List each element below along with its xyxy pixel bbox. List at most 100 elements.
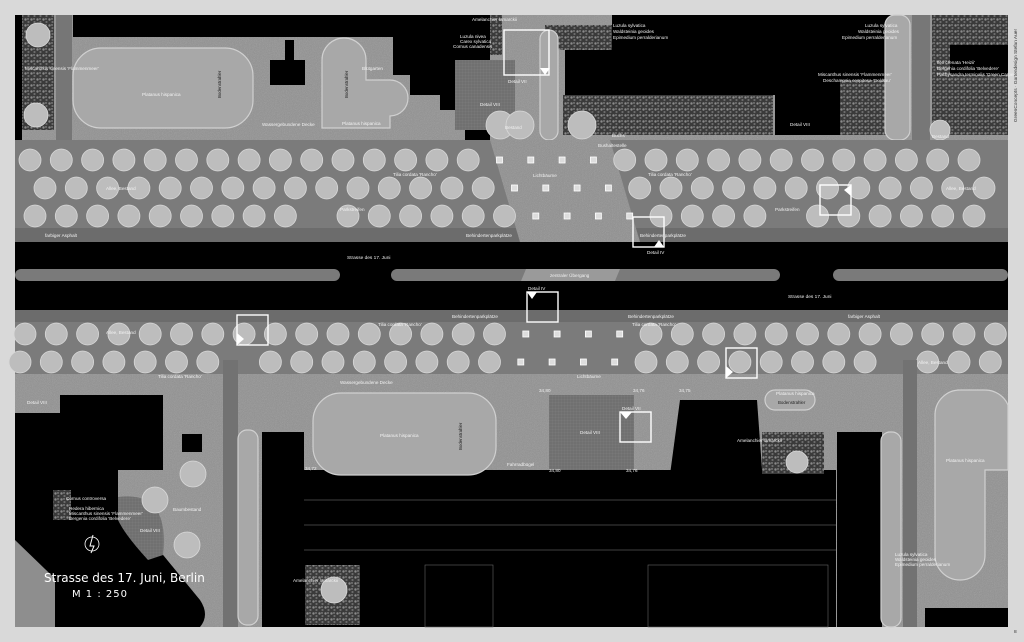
label: Allee, Bestand <box>918 360 948 365</box>
label: Miscanthus sinensis 'Flammenmeer' <box>818 72 892 77</box>
tree <box>962 204 986 228</box>
tree <box>25 22 51 48</box>
parking-strip <box>15 310 1008 322</box>
tree <box>690 176 714 200</box>
tree <box>743 204 767 228</box>
planting-bed <box>53 490 71 520</box>
platanus-bed <box>312 392 497 476</box>
tree <box>326 322 350 346</box>
tree <box>440 176 464 200</box>
tree <box>796 322 819 346</box>
tree <box>13 322 37 346</box>
inner-court <box>647 564 829 628</box>
light-post-icon <box>527 156 535 164</box>
planting-bed <box>490 15 502 55</box>
tree <box>697 350 720 374</box>
label: Amelanchier lamarckii <box>472 17 517 22</box>
tree <box>639 322 663 346</box>
detail-label: Detail VIII <box>790 122 810 127</box>
tree <box>81 148 104 172</box>
detail-label: Detail VIII <box>140 528 160 533</box>
height-mark: 34,75 <box>679 388 691 393</box>
label: farbiger Asphalt <box>45 233 78 238</box>
tree <box>816 176 839 200</box>
detail-label: Detail VIII <box>27 400 47 405</box>
detail-box-iv[interactable] <box>632 216 665 248</box>
detail-box-iv[interactable] <box>526 291 559 323</box>
tree <box>409 176 433 200</box>
detail-marker-icon <box>726 366 733 378</box>
plan-scale: M 1 : 250 <box>72 589 128 600</box>
platanus-bed <box>934 389 1009 581</box>
tree <box>868 204 892 228</box>
label: Fahrradbügel <box>507 462 534 467</box>
tree <box>895 148 918 172</box>
detail-box-vii[interactable] <box>503 29 550 76</box>
label: Parkstreifen <box>340 207 365 212</box>
detail-box-vi[interactable] <box>236 314 269 346</box>
tree <box>148 204 172 228</box>
tree <box>138 322 162 346</box>
detail-marker-icon <box>620 412 632 419</box>
label: Allee, Bestand <box>106 330 136 335</box>
label: Cornus canadensis <box>453 44 493 49</box>
tree <box>263 322 287 346</box>
tree <box>425 148 449 172</box>
platanus-bed <box>72 47 254 129</box>
tree <box>628 176 652 200</box>
detail-label: Detail VIII <box>580 430 600 435</box>
tree <box>133 350 157 374</box>
hedge <box>880 431 902 628</box>
plan-title: Strasse des 17. Juni, Berlin <box>44 571 205 585</box>
tree <box>242 204 266 228</box>
label: Waldsteinia geoides <box>858 29 900 34</box>
platanus-bed <box>321 37 409 129</box>
light-post-icon <box>511 184 518 192</box>
height-mark: 34,80 <box>539 388 551 393</box>
detail-label: Detail IV <box>647 250 665 255</box>
tree <box>96 176 119 200</box>
tree <box>712 204 735 228</box>
tree <box>39 350 63 374</box>
label: Miscanthus sinensis 'Flammenmeer' <box>25 66 99 71</box>
detail-box-vi[interactable] <box>819 184 852 216</box>
detail-marker-icon <box>237 333 244 345</box>
side-street <box>903 360 917 627</box>
label: Ilex crenata 'Heizii' <box>937 60 975 65</box>
light-post-icon <box>595 212 602 220</box>
label: Waldsteinia geoides <box>895 557 937 562</box>
tree <box>8 350 32 374</box>
tree <box>141 486 169 514</box>
label: Hedera hibernica <box>69 506 104 511</box>
tree-rows-north <box>18 148 996 228</box>
tree <box>665 350 689 374</box>
central-crossing <box>521 269 620 281</box>
tree <box>201 322 225 346</box>
tree <box>722 176 745 200</box>
tree <box>175 148 198 172</box>
tree <box>367 204 391 228</box>
tree <box>49 148 73 172</box>
tree <box>446 350 470 374</box>
parking-strip <box>15 228 1008 242</box>
label: Tilia cordata 'Rancho' <box>158 374 202 379</box>
light-post-icon <box>573 184 581 192</box>
tree <box>785 450 809 474</box>
detail-label: Detail IV <box>528 286 546 291</box>
label: Cornus controversa <box>66 496 107 501</box>
tree <box>670 322 694 346</box>
label: Platanus hispanica <box>342 121 381 126</box>
label: Lichtbäume <box>533 173 557 178</box>
tree <box>702 322 725 346</box>
detail-box-vi[interactable] <box>725 347 758 379</box>
tree <box>738 148 762 172</box>
label: Amelanchier lamarckii <box>737 438 782 443</box>
tree <box>471 176 495 200</box>
tree <box>972 176 996 200</box>
tree <box>336 204 360 228</box>
label: Waldsteinia geoides <box>613 29 655 34</box>
tree <box>320 576 348 604</box>
label: Buchs <box>612 133 625 138</box>
detail-box-vii[interactable] <box>619 411 652 443</box>
tree <box>791 350 814 374</box>
